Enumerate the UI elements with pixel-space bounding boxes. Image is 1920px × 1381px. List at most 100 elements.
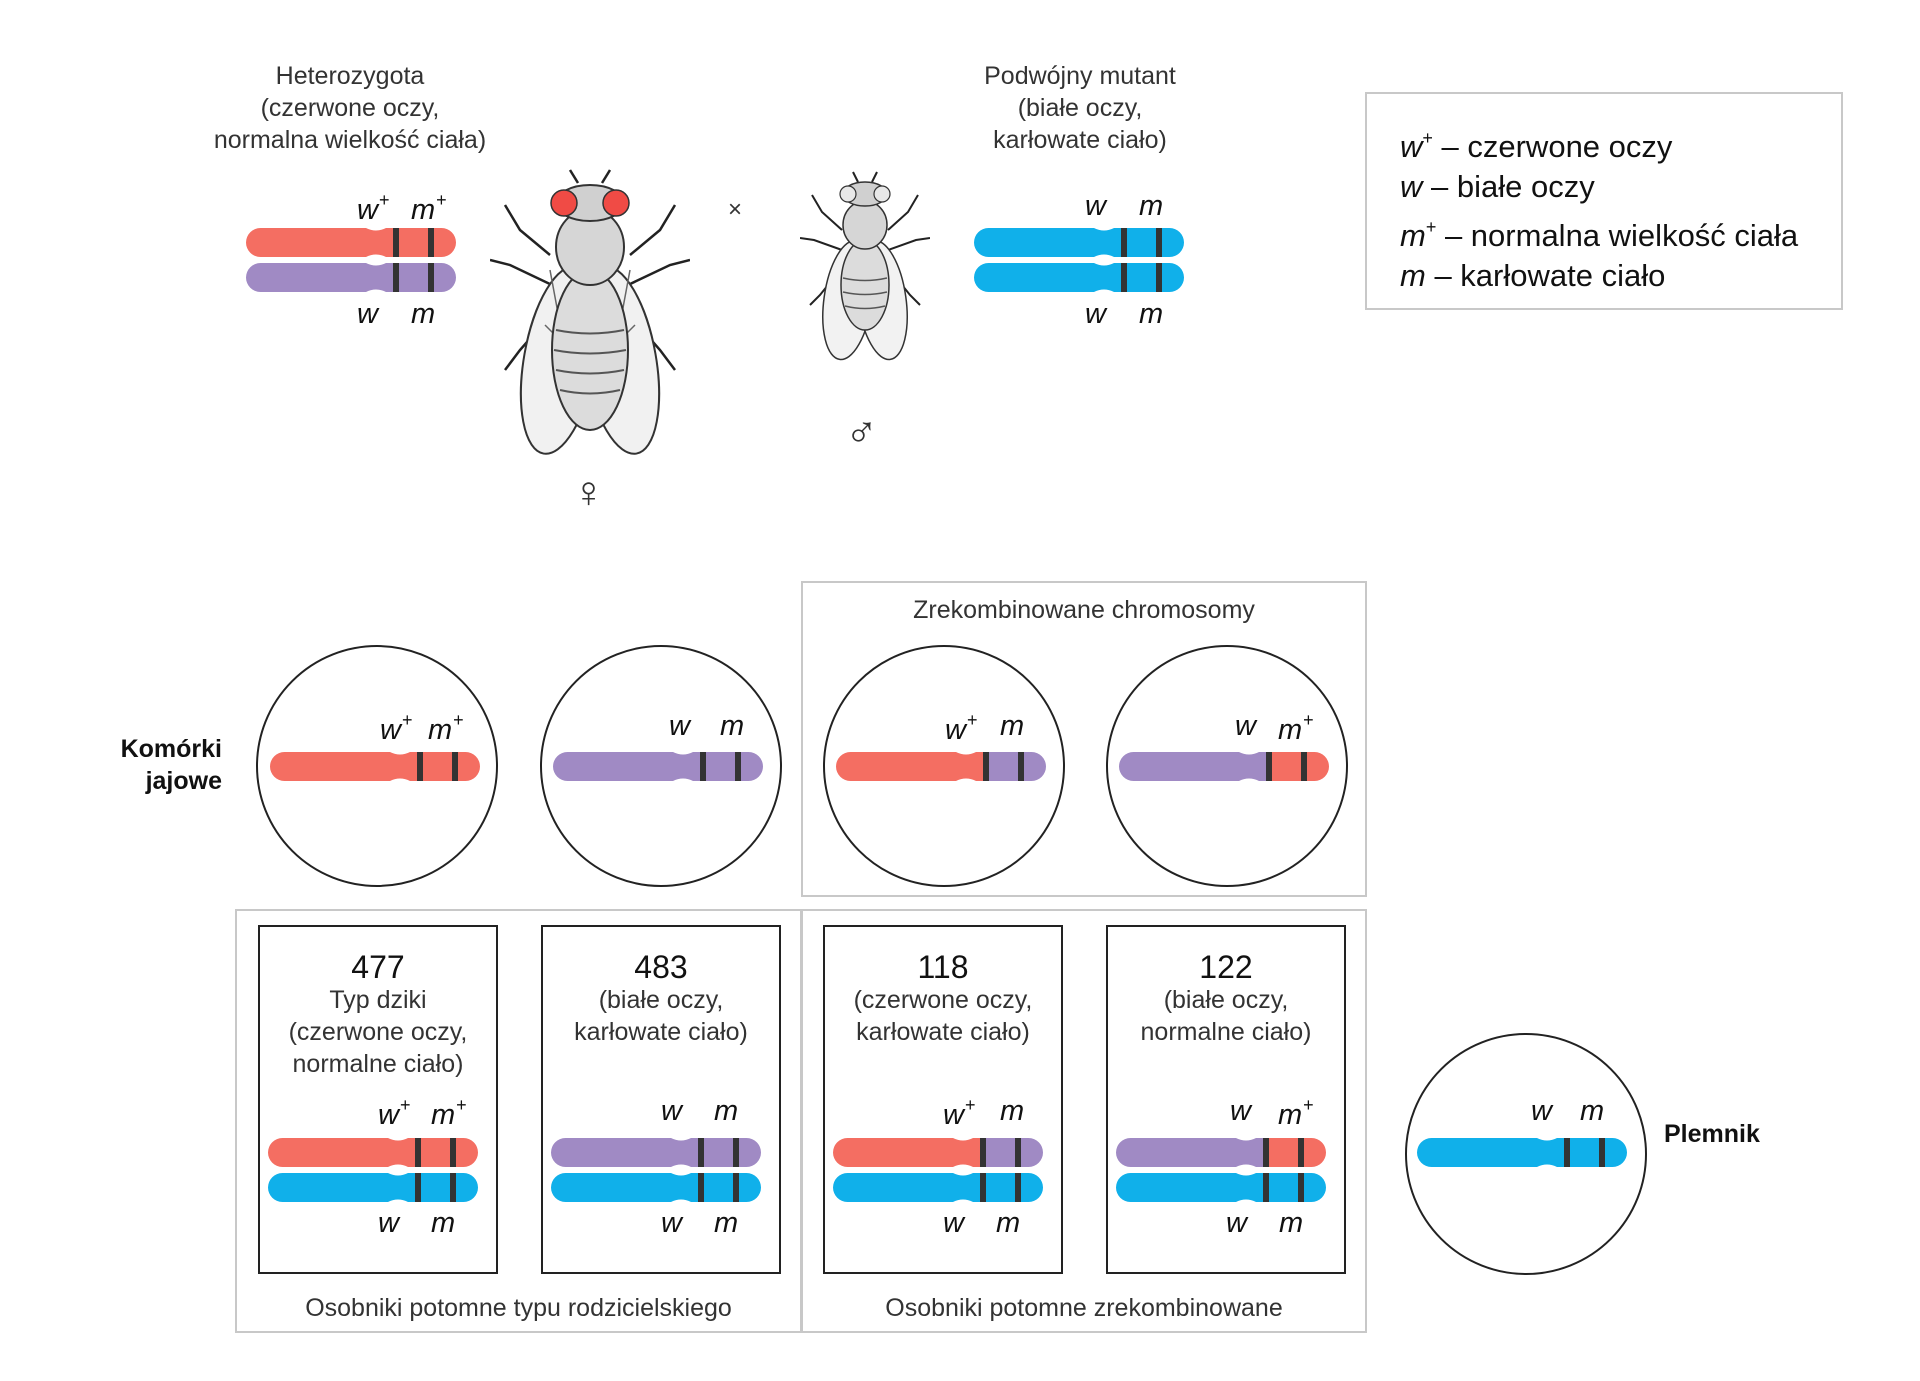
male-title-line: (białe oczy, <box>1017 94 1143 122</box>
chromosome-shape <box>1417 1138 1627 1167</box>
offspring-text: 118 (czerwone oczy, karłowate ciało) <box>823 950 1063 1048</box>
gene-band <box>1263 1138 1269 1167</box>
gene-band <box>415 1173 421 1202</box>
egg-cell <box>540 645 782 887</box>
gene-m-plus: m+ <box>428 710 464 746</box>
recombined-chromosomes-panel <box>801 581 1367 897</box>
gene-band <box>1015 1138 1021 1167</box>
egg-cell-recombined <box>823 645 1065 887</box>
sperm-cell <box>1405 1033 1647 1275</box>
parental-offspring-label: Osobniki potomne typu rodzicielskiego <box>305 1294 732 1322</box>
chromosome-blue <box>974 228 1184 257</box>
gene-m: m <box>1279 1207 1304 1239</box>
female-title: Heterozygota (czerwone oczy, normalna wi… <box>190 60 510 156</box>
offspring-text: 477 Typ dziki (czerwone oczy, normalne c… <box>258 950 498 1080</box>
fruit-fly-male-icon <box>800 171 930 361</box>
female-symbol: ♀ <box>572 468 605 517</box>
gene-m: m <box>714 1095 739 1127</box>
chromosome-shape <box>1116 1138 1326 1167</box>
gene-band <box>983 752 989 781</box>
legend-item: m+ – normalna wielkość ciała <box>1400 217 1799 253</box>
offspring-box <box>1106 925 1346 1274</box>
chromosome-shape <box>551 1173 761 1202</box>
chromosome-red-purple <box>833 1138 1043 1167</box>
gene-band <box>1599 1138 1605 1167</box>
offspring-description: normalne ciało) <box>292 1050 464 1078</box>
chromosome-blue <box>974 263 1184 292</box>
gene-w: w <box>1226 1207 1247 1239</box>
gene-w: w <box>1531 1095 1552 1127</box>
gene-band <box>1156 228 1162 257</box>
offspring-box <box>258 925 498 1274</box>
gene-band <box>450 1173 456 1202</box>
chromosome-shape <box>270 752 480 781</box>
gene-m: m <box>1139 298 1164 330</box>
gene-m: m <box>411 298 436 330</box>
recombinant-offspring-panel <box>801 909 1367 1333</box>
gene-w: w <box>357 298 378 330</box>
cross-symbol: × <box>728 196 743 223</box>
male-title-line: Podwójny mutant <box>984 62 1176 90</box>
offspring-text: 122 (białe oczy, normalne ciało) <box>1106 950 1346 1048</box>
chromosome-shape <box>833 1138 1043 1167</box>
offspring-description: (białe oczy, <box>598 986 724 1014</box>
chromosome-shape <box>553 752 763 781</box>
chromosome-shape <box>1116 1173 1326 1202</box>
legend-item: w – białe oczy <box>1400 169 1595 204</box>
chromosome-blue <box>268 1173 478 1202</box>
gene-w: w <box>1235 710 1256 742</box>
female-title-line: (czerwone oczy, <box>260 94 440 122</box>
chromosome-shape <box>974 263 1184 292</box>
gene-m: m <box>1580 1095 1605 1127</box>
gene-band <box>452 752 458 781</box>
sperm-label: Plemnik <box>1664 1120 1760 1148</box>
gene-m: m <box>1000 1095 1025 1127</box>
chromosome-shape <box>974 228 1184 257</box>
gene-band <box>1301 752 1307 781</box>
gene-w: w <box>1085 190 1106 222</box>
egg-cell <box>256 645 498 887</box>
female-title-line: normalna wielkość ciała) <box>213 126 487 154</box>
chromosome-blue <box>833 1173 1043 1202</box>
chromosome-shape <box>836 752 1046 781</box>
fruit-fly-female-icon <box>490 169 690 455</box>
gene-band <box>980 1173 986 1202</box>
male-title-line: karłowate ciało) <box>993 126 1167 154</box>
chromosome-shape <box>246 228 456 257</box>
chromosome-purple <box>553 752 763 781</box>
chromosome-red <box>246 228 456 257</box>
offspring-description: (czerwone oczy, <box>853 986 1033 1014</box>
female-title-line: Heterozygota <box>275 62 425 90</box>
chromosome-shape <box>551 1138 761 1167</box>
offspring-count: 122 <box>1199 949 1253 985</box>
offspring-text: 483 (białe oczy, karłowate ciało) <box>541 950 781 1048</box>
offspring-description: karłowate ciało) <box>574 1018 748 1046</box>
gene-band <box>700 752 706 781</box>
gene-w: w <box>1230 1095 1251 1127</box>
chromosome-purple <box>551 1138 761 1167</box>
chromosome-blue <box>1116 1173 1326 1202</box>
gene-band <box>735 752 741 781</box>
gene-w: w <box>378 1207 399 1239</box>
gene-band <box>1156 263 1162 292</box>
gene-band <box>415 1138 421 1167</box>
chromosome-purple-red <box>1119 752 1329 781</box>
gene-m-plus: m+ <box>411 190 447 226</box>
chromosome-red <box>270 752 480 781</box>
male-title: Podwójny mutant (białe oczy, karłowate c… <box>960 60 1200 156</box>
legend-item: m – karłowate ciało <box>1400 258 1666 293</box>
offspring-description: normalne ciało) <box>1140 1018 1312 1046</box>
chromosome-shape <box>1119 752 1329 781</box>
gene-band <box>1015 1173 1021 1202</box>
legend-item: w+ – czerwone oczy <box>1400 128 1673 164</box>
gene-w: w <box>661 1207 682 1239</box>
gene-w-plus: w+ <box>945 710 978 746</box>
gene-band <box>428 263 434 292</box>
chromosome-blue <box>551 1173 761 1202</box>
offspring-count: 483 <box>634 949 688 985</box>
offspring-count: 118 <box>917 949 969 985</box>
chromosome-red-purple <box>836 752 1046 781</box>
gene-band <box>1298 1173 1304 1202</box>
gene-band <box>450 1138 456 1167</box>
gene-band <box>733 1138 739 1167</box>
